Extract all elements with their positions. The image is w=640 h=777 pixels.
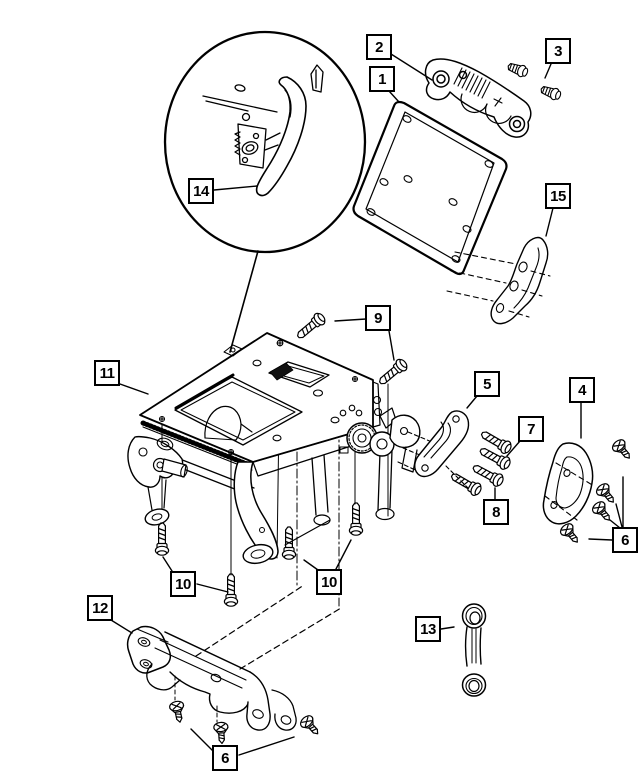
callout-1[interactable]: 1 [369, 66, 395, 92]
callout-6-right[interactable]: 6 [612, 527, 638, 553]
callout-6-bottom[interactable]: 6 [212, 745, 238, 771]
part-13-link [461, 603, 487, 697]
part-1-back-panel [352, 100, 508, 276]
part-15-bracket [446, 236, 551, 325]
callout-12[interactable]: 12 [87, 595, 113, 621]
detail-circle [163, 30, 367, 353]
callout-10-left[interactable]: 10 [170, 571, 196, 597]
callout-13[interactable]: 13 [415, 616, 441, 642]
part-2-latch-assembly [424, 58, 532, 138]
callout-11[interactable]: 11 [94, 360, 120, 386]
part-4-shield [542, 442, 595, 525]
callout-4[interactable]: 4 [569, 377, 595, 403]
leader-lines [110, 53, 624, 756]
callout-5[interactable]: 5 [474, 371, 500, 397]
part-7-bolts [469, 427, 514, 489]
callout-9[interactable]: 9 [365, 305, 391, 331]
part-5-bracket [397, 410, 470, 489]
callout-7[interactable]: 7 [518, 416, 544, 442]
callout-10-right[interactable]: 10 [316, 569, 342, 595]
part-14-latch-detail [202, 64, 324, 197]
callout-8[interactable]: 8 [483, 499, 509, 525]
callout-3[interactable]: 3 [545, 38, 571, 64]
callout-14[interactable]: 14 [188, 178, 214, 204]
part-12-floor-bracket [126, 625, 297, 731]
callout-15[interactable]: 15 [545, 183, 571, 209]
part-11-riser-frame [127, 332, 421, 565]
callout-2[interactable]: 2 [366, 34, 392, 60]
